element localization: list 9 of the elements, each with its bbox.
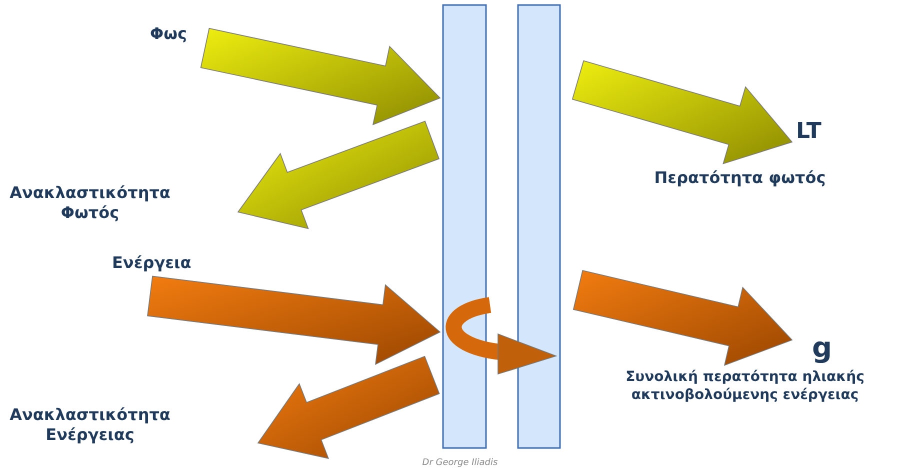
- author-credit: Dr George Iliadis: [421, 458, 499, 469]
- label: Φως: [150, 24, 188, 44]
- label: Ανακλαστικότητα Ενέργειας: [8, 405, 172, 445]
- label: g: [812, 330, 834, 365]
- label: Συνολική περατότητα ηλιακής ακτινοβολούμενης ενέργειας: [624, 368, 866, 404]
- label: Ανακλαστικότητα Φωτός: [8, 183, 172, 223]
- label: Ενέργεια: [112, 253, 192, 273]
- label: LT: [796, 118, 822, 146]
- label: Περατότητα φωτός: [653, 168, 827, 188]
